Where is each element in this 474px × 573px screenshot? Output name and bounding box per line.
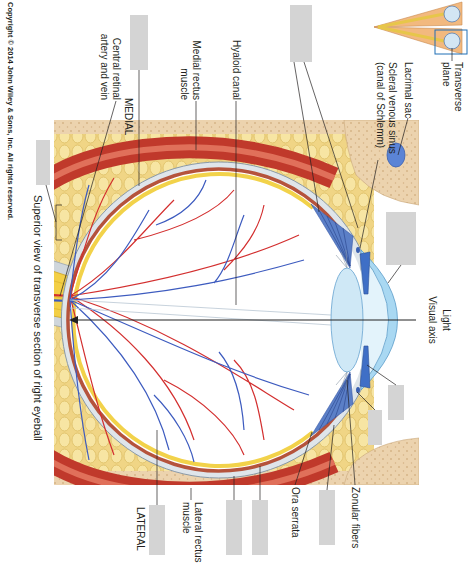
inset-orbits	[378, 14, 444, 41]
leader-line	[347, 380, 355, 485]
direction-label: MEDIAL	[123, 98, 135, 158]
leader-line	[294, 62, 358, 228]
leader-line	[236, 101, 237, 305]
leader-line	[327, 425, 334, 490]
plane-label: Transverse plane	[441, 62, 464, 120]
blank-label	[36, 5, 416, 555]
leader-line	[46, 185, 56, 222]
blank-label	[290, 5, 312, 62]
leader-line	[139, 70, 140, 186]
blank-label	[319, 490, 335, 545]
iris	[360, 252, 370, 294]
visual-axis-arrow	[69, 316, 416, 324]
leader-line	[295, 432, 312, 485]
hyaloid-canal	[70, 300, 331, 325]
visual-axis-arrow	[69, 316, 78, 324]
scleral-venous-sinus	[356, 387, 360, 393]
figure-caption: Superior view of transverse section of r…	[31, 195, 44, 535]
axis-label: Light	[441, 290, 453, 350]
bone	[344, 438, 419, 485]
orbit-section	[54, 120, 419, 485]
blank-label	[368, 410, 382, 445]
blank-label	[252, 500, 268, 555]
part-label: Medial rectus muscle	[179, 20, 202, 100]
inset-orbits	[444, 33, 460, 49]
part-label: Lacrimal sac	[403, 62, 415, 134]
leader-line	[357, 392, 375, 410]
blank-label	[130, 15, 148, 70]
direction-label: LATERAL	[135, 507, 147, 567]
inset-orbits	[374, 27, 462, 54]
leader-line	[46, 48, 452, 505]
leader-line	[234, 476, 235, 500]
blank-label	[386, 212, 416, 265]
part-label: Zonular fibers	[350, 487, 362, 567]
leader-line	[56, 205, 62, 240]
retinal-vessels	[70, 178, 299, 455]
leader-line	[398, 118, 408, 155]
visual-axis-arrow	[77, 320, 416, 321]
leader-line	[157, 430, 158, 505]
inset-orbits	[374, 2, 467, 54]
blank-label	[149, 505, 165, 555]
iris	[360, 346, 370, 388]
scleral-venous-sinus	[356, 247, 360, 253]
leader-line	[191, 488, 192, 500]
copyright-note: Copyright © 2014 John Wiley & Sons, Inc.…	[5, 2, 14, 322]
leader-line	[196, 101, 197, 150]
orbit-section	[54, 120, 374, 134]
leader-line	[260, 466, 261, 500]
part-label: Ora serrata	[290, 487, 302, 567]
inset-orbits	[435, 30, 467, 54]
inset-orbits	[374, 2, 462, 27]
blank-label	[226, 500, 242, 555]
blank-label	[36, 140, 50, 185]
axis-label: Visual axis	[427, 290, 439, 350]
leader-line	[367, 365, 396, 385]
part-label: Hyaloid canal	[231, 20, 243, 100]
leader-line	[452, 48, 453, 61]
leader-line	[60, 101, 116, 296]
inset-orbits	[444, 6, 460, 22]
part-label: Lateral rectus muscle	[181, 502, 204, 573]
leader-line	[388, 265, 401, 283]
part-label: Central retinal artery and vein	[99, 10, 122, 100]
blank-label	[388, 385, 404, 420]
leader-line	[360, 160, 378, 248]
part-label: Scleral venous sinus (canal of Schlemm)	[375, 62, 398, 172]
